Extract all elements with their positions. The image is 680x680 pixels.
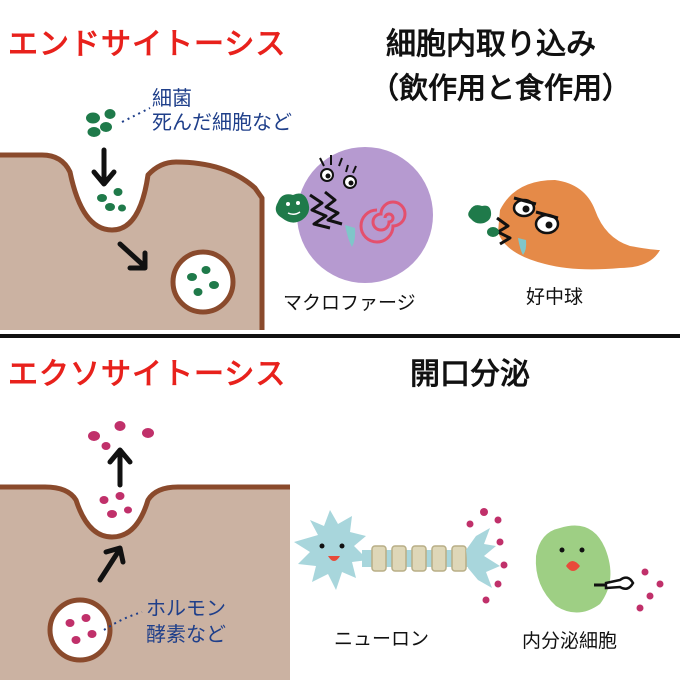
myelin-sheath [371, 545, 467, 572]
macrophage-label: マクロファージ [283, 292, 416, 314]
secreted-particles [88, 421, 154, 450]
arrow-up-icon [107, 447, 133, 488]
bacteria-in-pit [97, 188, 126, 212]
bacterium-being-eaten [275, 193, 310, 223]
endocytosis-cargo-line1: 細菌 [152, 86, 192, 110]
endocytosis-subtitle-line1: 細胞内取り込み [386, 27, 596, 62]
endocytosis-title: エンドサイトーシス [8, 27, 287, 62]
exocytosis-cargo-line2: 酵素など [146, 622, 226, 646]
exocytosis-cargo-line1: ホルモン [146, 596, 226, 620]
endocytic-vesicle [170, 249, 236, 315]
arrow-down-icon [91, 147, 117, 187]
endocrine-cell-illustration [535, 525, 664, 613]
particles-in-pit [99, 492, 132, 518]
arrow-diagonal-up-icon [97, 545, 126, 583]
arrow-diagonal-icon [117, 241, 148, 271]
exocytosis-cell-membrane [0, 484, 290, 680]
neurotransmitter-dots [466, 508, 508, 604]
bacterium-near-neutrophil [468, 205, 499, 237]
neuron-label: ニューロン [334, 628, 430, 650]
exocytosis-subtitle: 開口分泌 [410, 357, 530, 392]
dotted-leader-bacteria [121, 107, 151, 123]
exocytosis-title: エクソサイトーシス [8, 357, 287, 392]
neutrophil-illustration [468, 180, 660, 270]
neuron-illustration [294, 508, 508, 604]
macrophage-illustration [275, 147, 433, 283]
endocytosis-subtitle-line2: （飲作用と食作用） [370, 71, 632, 105]
neutrophil-label: 好中球 [526, 286, 584, 308]
secretory-vesicle [47, 597, 113, 663]
endocytosis-cargo-line2: 死んだ細胞など [152, 110, 292, 134]
bacteria-incoming [86, 109, 116, 137]
hormone-dots [636, 568, 664, 612]
endocrine-cell-label: 内分泌細胞 [522, 630, 618, 652]
